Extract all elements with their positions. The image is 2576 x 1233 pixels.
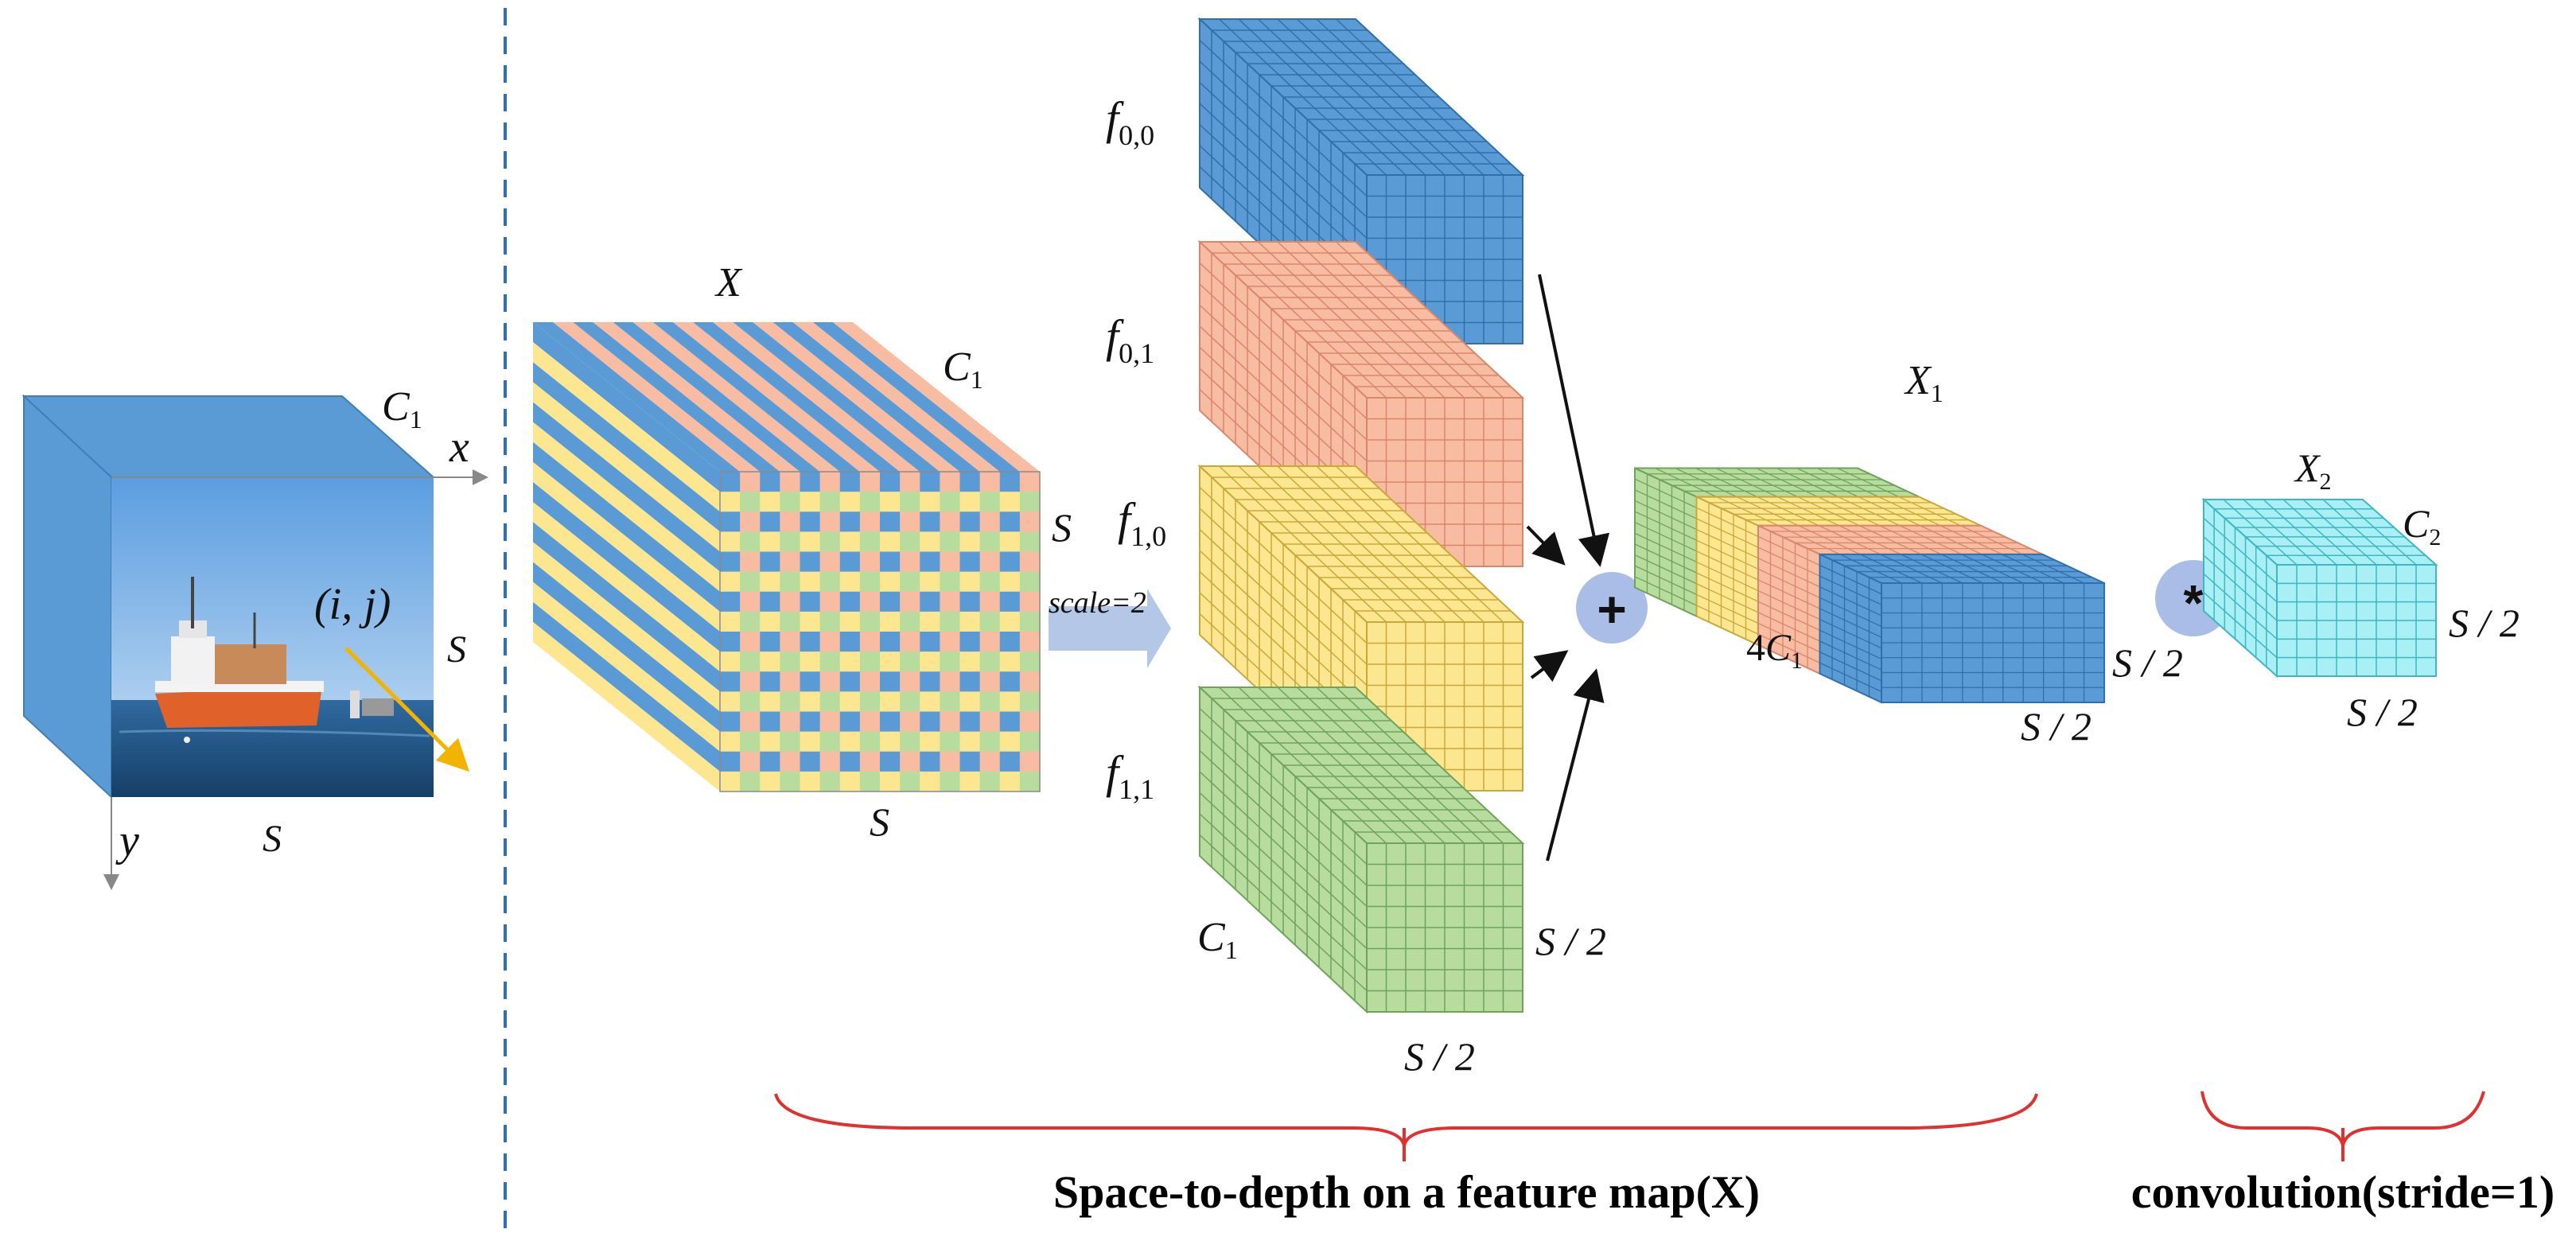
feature-map-x	[533, 322, 1041, 792]
x-side-bottom: S	[870, 799, 889, 844]
concat-circle	[1576, 572, 1648, 644]
sub-map-channel-label: C1	[1197, 915, 1238, 964]
concat-symbol: +	[1597, 581, 1626, 638]
space-to-depth-brace	[774, 1093, 2038, 1146]
x2-side-bottom: S / 2	[2347, 690, 2418, 734]
x1-name-label: X1	[1904, 358, 1944, 407]
sub-map-label-0: f0,0	[1106, 92, 1154, 151]
x-name-label: X	[714, 260, 743, 305]
input-image	[111, 477, 434, 797]
x1-side-right: S / 2	[2112, 640, 2183, 685]
x-channel-label: C1	[943, 344, 983, 394]
arrow-f01	[1526, 525, 1566, 566]
convolution-caption: convolution(stride=1)	[2131, 1166, 2555, 1218]
sub-maps	[1197, 17, 1525, 1014]
x1-segment-1	[1695, 496, 1982, 647]
x-side-right: S	[1052, 505, 1072, 550]
x1-channel-label: 4C1	[1746, 627, 1803, 674]
arrow-f10	[1530, 650, 1569, 683]
sub-map-label-3: f1,1	[1106, 746, 1154, 805]
y-axis-label: y	[115, 816, 139, 865]
input-channel-label: C1	[382, 384, 422, 434]
x-axis-label: x	[449, 422, 469, 472]
x1-side-bottom: S / 2	[2021, 704, 2092, 749]
x1-map	[1634, 466, 2105, 704]
input-side-bottom: S	[263, 818, 282, 860]
sub-map-label-1: f0,1	[1106, 310, 1154, 369]
sub-map-side-right: S / 2	[1535, 919, 1606, 963]
scale-arrow: scale=2	[1049, 586, 1171, 668]
sub-map-3	[1197, 685, 1525, 1014]
feature-map-x-front	[719, 471, 1041, 792]
input-side-right: S	[447, 628, 466, 671]
x1-front	[1881, 582, 2105, 703]
x1-segment-2	[1757, 524, 2043, 675]
conv-symbol: *	[2184, 574, 2204, 632]
input-cube: C1 x y (i, j) S S	[21, 384, 488, 890]
x1-segment-0	[1634, 466, 1920, 618]
x2-channel-label: C2	[2403, 501, 2441, 550]
x1-segment-3	[1819, 553, 2105, 704]
x2-cube	[2201, 497, 2438, 679]
sub-map-side-bottom: S / 2	[1404, 1034, 1475, 1079]
arrow-f11	[1546, 668, 1605, 862]
ship-hull	[155, 686, 322, 728]
coord-label: (i, j)	[314, 580, 391, 629]
x2-name-label: X2	[2294, 445, 2332, 495]
space-to-depth-caption: Space-to-depth on a feature map(X)	[1053, 1166, 1760, 1218]
x2-map	[2201, 497, 2438, 679]
sub-map-label-2: f1,0	[1118, 493, 1166, 552]
x2-side-right: S / 2	[2449, 601, 2520, 645]
arrow-f00	[1538, 274, 1610, 567]
scale-label: scale=2	[1049, 586, 1146, 620]
gold-arrow	[344, 647, 470, 772]
